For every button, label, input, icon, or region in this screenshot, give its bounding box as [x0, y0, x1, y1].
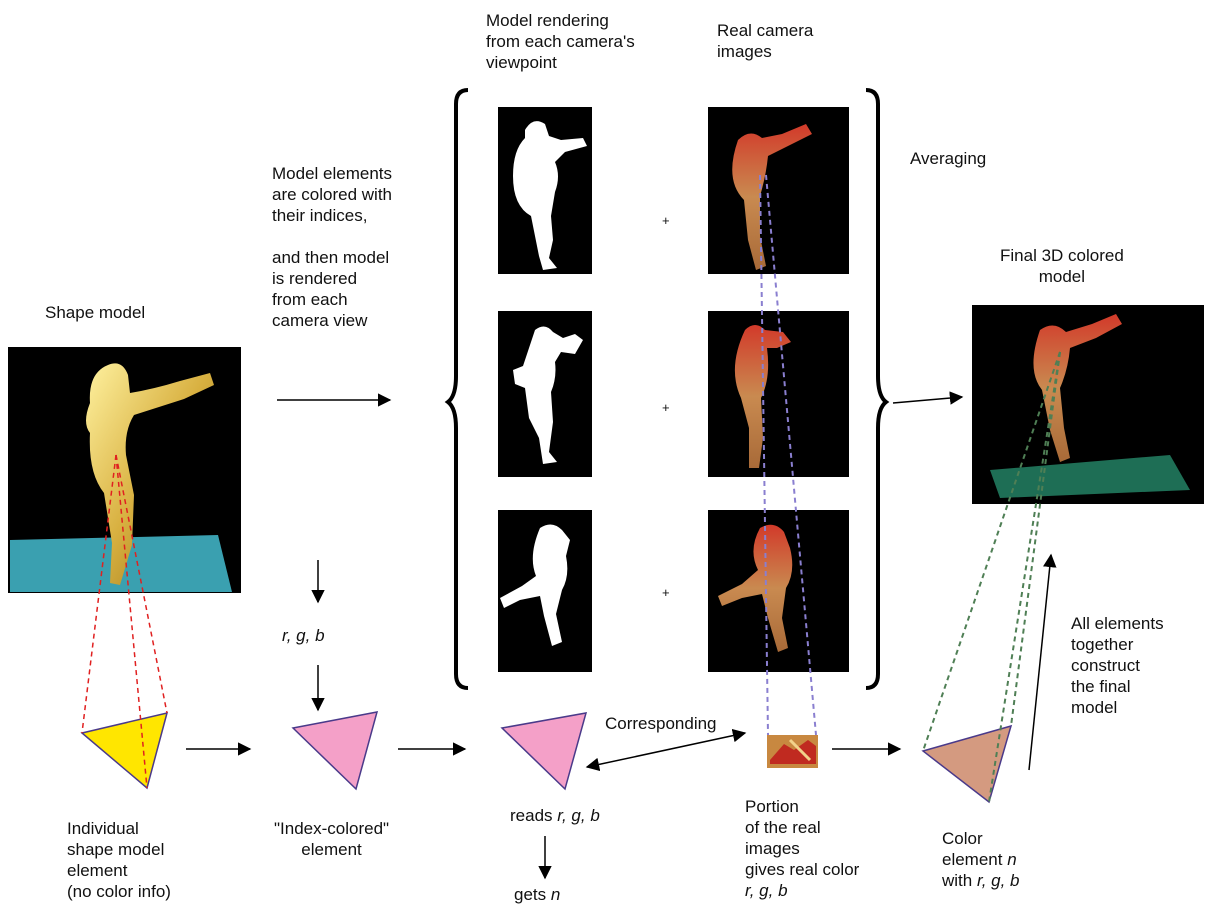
real-camera-image	[708, 311, 849, 477]
portion-patch-image	[767, 735, 818, 768]
real-camera-image	[708, 510, 849, 672]
silhouette-image	[498, 107, 592, 274]
left-bracket	[448, 90, 468, 688]
final-model-image	[972, 305, 1204, 504]
color-element-triangle	[923, 726, 1011, 802]
arrow-up-final	[1029, 555, 1051, 770]
index-colored-triangle	[293, 712, 377, 789]
silhouette-image	[498, 311, 592, 477]
arrow-corresponding	[587, 733, 745, 767]
silhouette-image	[498, 510, 592, 672]
reads-triangle	[502, 713, 586, 789]
shape-model-image	[8, 347, 241, 593]
real-camera-image	[708, 107, 849, 274]
arrow-to-final	[893, 397, 962, 403]
individual-element-triangle	[82, 713, 167, 788]
right-bracket	[866, 90, 886, 688]
